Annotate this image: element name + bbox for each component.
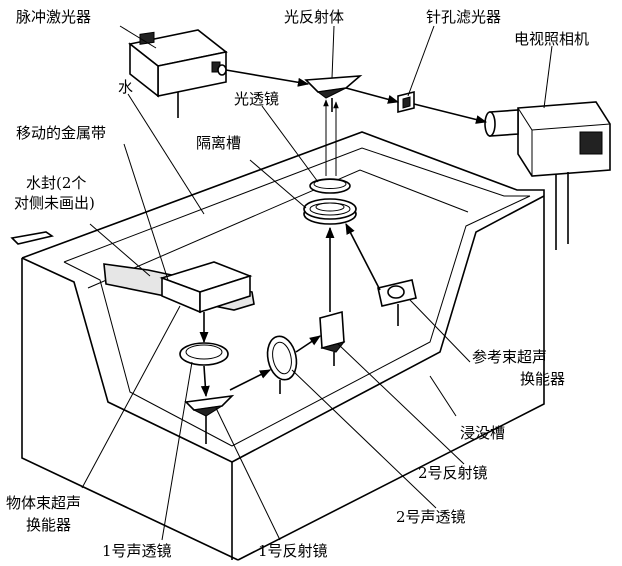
label-immersion-tank: 浸没槽 — [460, 424, 505, 442]
leader-lines — [81, 25, 553, 541]
pinhole-filter — [397, 90, 415, 114]
optical-lens — [309, 178, 351, 194]
label-acoustic-lens-2: 2号声透镜 — [396, 508, 466, 526]
mirror-2 — [319, 310, 346, 366]
acoustic-beam-path — [199, 223, 381, 398]
label-ref-transducer-line2: 换能器 — [520, 370, 565, 388]
label-tv-camera: 电视照相机 — [514, 30, 589, 48]
label-water-seal-line2: 对侧未画出) — [14, 194, 95, 212]
light-reflector — [304, 75, 363, 112]
label-optical-lens: 光透镜 — [234, 90, 279, 108]
label-ref-transducer-line1: 参考束超声 — [472, 348, 547, 366]
immersion-tank — [10, 131, 545, 561]
label-light-reflector: 光反射体 — [284, 8, 344, 26]
moving-metal-band — [103, 261, 255, 314]
pulse-laser — [128, 29, 228, 118]
acoustic-lens-1 — [179, 342, 229, 366]
label-isolation-tank: 隔离槽 — [196, 134, 241, 152]
label-object-transducer-line1: 物体束超声 — [6, 494, 81, 512]
label-water: 水 — [118, 78, 133, 96]
label-acoustic-lens-1: 1号声透镜 — [102, 542, 172, 560]
label-pulse-laser: 脉冲激光器 — [16, 8, 91, 26]
mirror-1 — [184, 394, 235, 444]
label-mirror-2: 2号反射镜 — [418, 464, 488, 482]
label-pinhole-filter: 针孔滤光器 — [426, 8, 501, 26]
label-water-seal-line1: 水封(2个 — [26, 174, 86, 192]
tv-camera — [484, 101, 611, 250]
label-object-transducer-line2: 换能器 — [26, 516, 71, 534]
label-moving-metal-band: 移动的金属带 — [16, 124, 106, 142]
isolation-tank — [303, 198, 357, 225]
acoustic-lens-2 — [266, 335, 298, 394]
label-mirror-1: 1号反射镜 — [258, 542, 328, 560]
optical-beam-path — [225, 69, 488, 176]
reference-beam-transducer — [377, 279, 417, 326]
